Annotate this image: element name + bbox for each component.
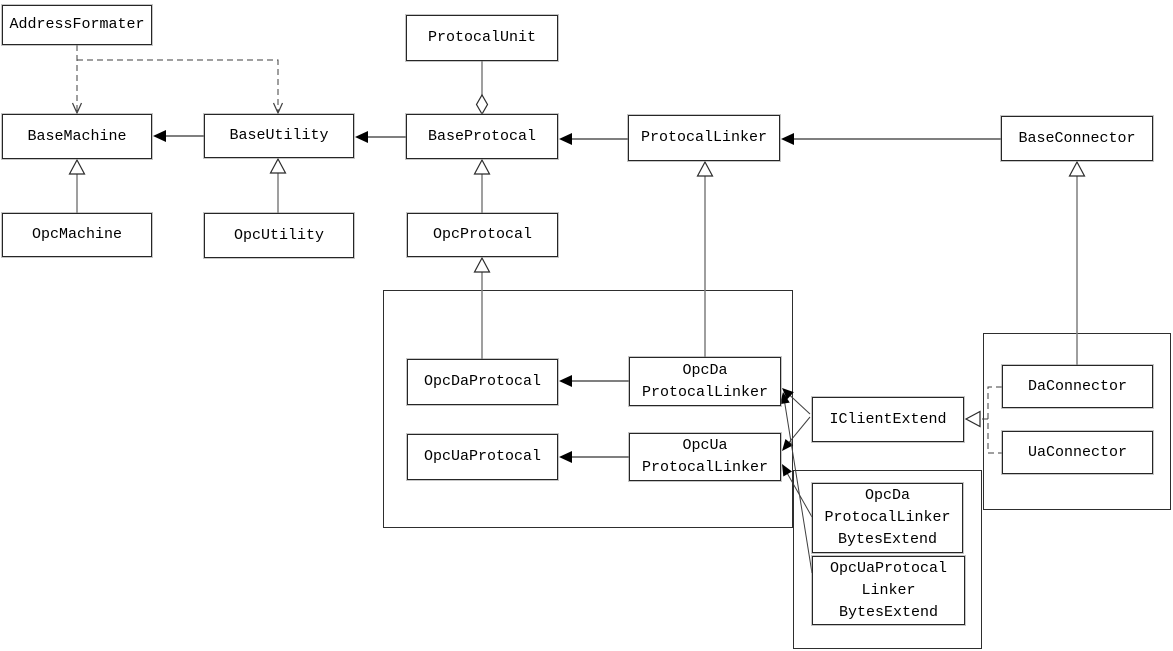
edge-assoc-baseutility-basemachine: [153, 130, 204, 142]
class-node-BaseUtility: BaseUtility: [204, 114, 354, 158]
class-node-BaseConnector: BaseConnector: [1001, 116, 1153, 161]
group-opc-protocal-group: [383, 290, 793, 528]
class-label: ProtocalLinker: [640, 129, 768, 146]
class-node-IClientExtend: IClientExtend: [812, 397, 964, 442]
edge-dep-addressformater-baseutility: [77, 59, 284, 115]
class-label: BaseConnector: [1018, 129, 1136, 147]
class-node-DaConnector: DaConnector: [1002, 365, 1153, 408]
class-node-ProtocalUnit: ProtocalUnit: [406, 15, 558, 61]
class-label: UaConnector: [1027, 443, 1128, 461]
edge-assoc-baseconnector-protocallinker: [781, 133, 1001, 145]
class-node-OpcUtility: OpcUtility: [204, 213, 354, 258]
edge-assoc-protocallinker-baseprotocal: [559, 133, 628, 145]
class-label: OpcUa ProtocalLinker: [641, 437, 769, 476]
class-label: BaseUtility: [229, 127, 329, 144]
class-node-UaConnector: UaConnector: [1002, 431, 1153, 474]
group-connector-group: [983, 333, 1171, 510]
class-label: BaseMachine: [27, 127, 127, 145]
edge-aggr-protocalunit-baseprotocal: [475, 61, 489, 116]
class-label: OpcMachine: [31, 226, 122, 243]
class-node-OpcDaProtocal: OpcDaProtocal: [407, 359, 558, 405]
class-label: OpcProtocal: [432, 226, 533, 243]
class-label: BaseProtocal: [427, 127, 537, 145]
edge-dep-addressformater-basemachine: [71, 45, 83, 115]
class-node-OpcProtocal: OpcProtocal: [407, 213, 558, 257]
class-node-BaseProtocal: BaseProtocal: [406, 114, 558, 159]
class-node-AddressFormater: AddressFormater: [2, 5, 152, 45]
class-label: AddressFormater: [9, 16, 145, 33]
class-label: ProtocalUnit: [427, 29, 537, 46]
class-label: DaConnector: [1027, 377, 1128, 395]
class-node-OpcDaProtocalLinkerBytesExtend: OpcDa ProtocalLinker BytesExtend: [812, 483, 963, 553]
class-label: OpcUaProtocal Linker BytesExtend: [829, 559, 948, 621]
class-label: OpcDa ProtocalLinker: [641, 361, 769, 401]
edge-gen-opcutility-baseutility: [269, 157, 287, 213]
class-node-OpcUaProtocalLinker: OpcUa ProtocalLinker: [629, 433, 781, 481]
class-label: OpcUtility: [233, 226, 324, 244]
class-node-OpcUaProtocal: OpcUaProtocal: [407, 434, 558, 480]
class-node-BaseMachine: BaseMachine: [2, 114, 152, 159]
edge-gen-opcprotocal-baseprotocal: [473, 158, 491, 213]
class-node-OpcUaProtocalLinkerBytesExtend: OpcUaProtocal Linker BytesExtend: [812, 556, 965, 625]
class-label: OpcDa ProtocalLinker BytesExtend: [824, 487, 951, 548]
edge-gen-opcmachine-basemachine: [68, 158, 86, 213]
class-node-OpcMachine: OpcMachine: [2, 213, 152, 257]
class-node-OpcDaProtocalLinker: OpcDa ProtocalLinker: [629, 357, 781, 406]
edge-assoc-baseprotocal-baseutility: [355, 131, 406, 143]
class-node-ProtocalLinker: ProtocalLinker: [628, 115, 780, 161]
class-label: OpcDaProtocal: [423, 373, 542, 390]
class-label: IClientExtend: [829, 410, 947, 428]
class-label: OpcUaProtocal: [423, 448, 542, 465]
